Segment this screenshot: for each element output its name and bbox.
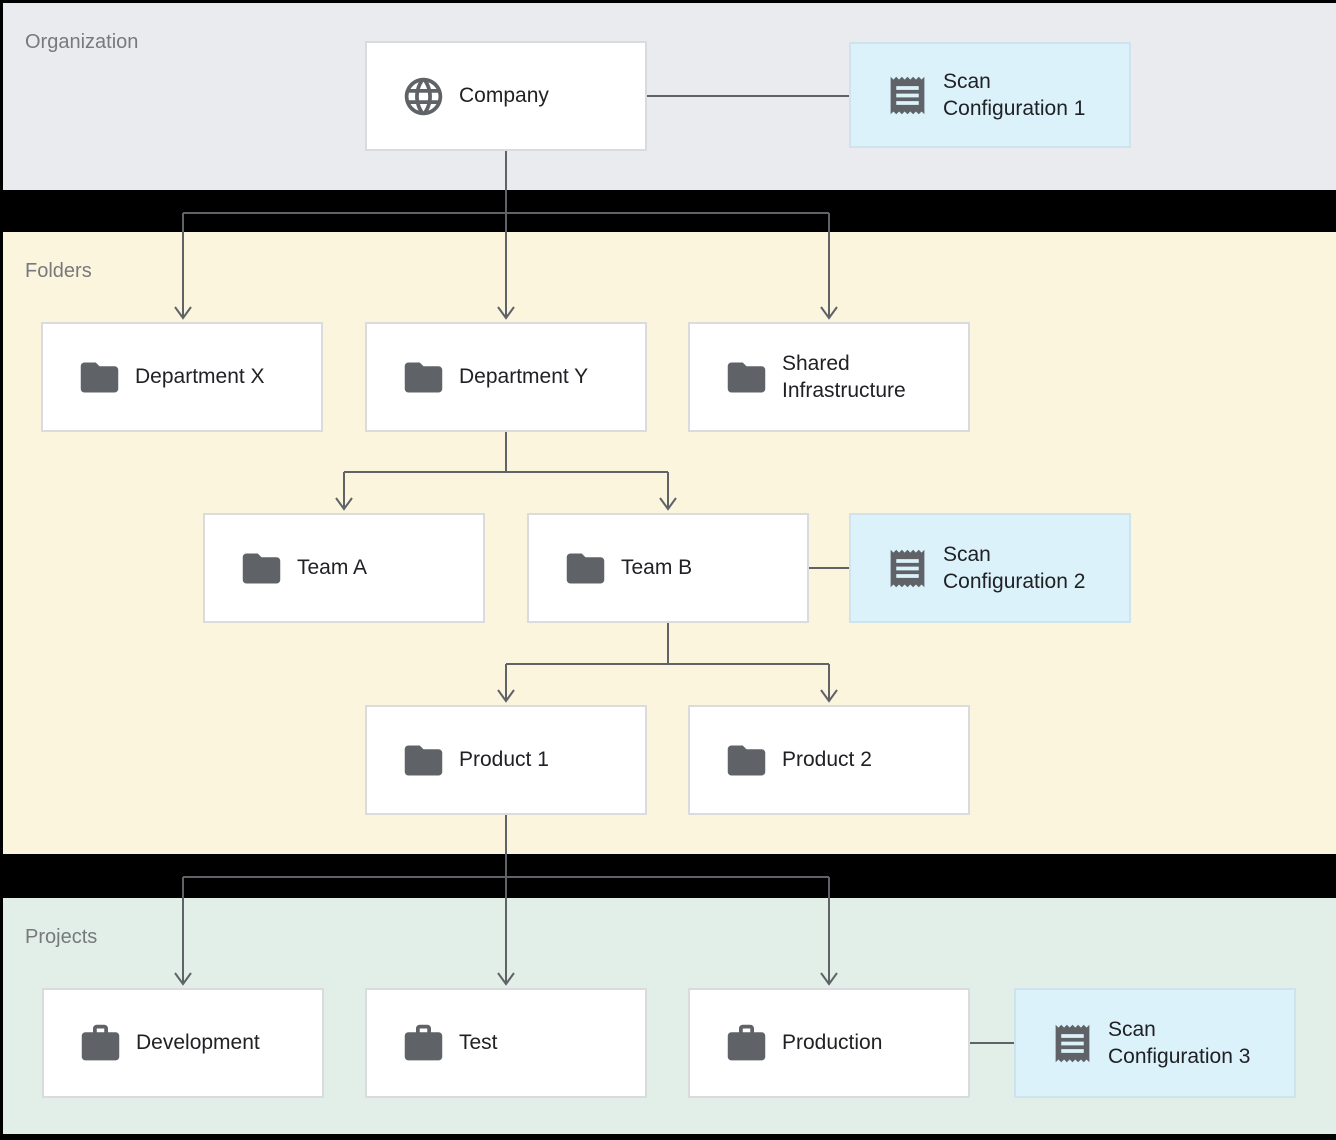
node-label: Team B [621,556,693,580]
node-department-x: Department X [41,322,323,432]
projects-band-label: Projects [25,926,98,948]
receipt-icon [890,549,925,587]
node-label: Scan Configuration 1 [943,69,1086,120]
globe-icon [404,77,443,115]
node-test: Test [365,988,647,1098]
node-label: Department Y [459,365,589,389]
node-scan-configuration-1: Scan Configuration 1 [849,42,1131,148]
folder-icon [727,362,766,392]
receipt-icon [1055,1024,1090,1062]
node-label: Product 2 [782,748,872,772]
folder-icon [242,553,281,583]
node-label: Product 1 [459,748,549,772]
node-label: Production [782,1031,883,1055]
node-production: Production [688,988,970,1098]
folder-icon [404,745,443,775]
organization-band: Organization [3,3,1336,190]
node-department-y: Department Y [365,322,647,432]
node-development: Development [42,988,324,1098]
node-scan-configuration-3: Scan Configuration 3 [1014,988,1296,1098]
node-label: Development [136,1031,260,1055]
node-label: Scan Configuration 3 [1108,1017,1251,1068]
folder-icon [80,362,119,392]
node-label: Team A [297,556,368,580]
node-product-2: Product 2 [688,705,970,815]
node-company: Company [365,41,647,151]
folders-band-label: Folders [25,260,92,282]
node-scan-configuration-2: Scan Configuration 2 [849,513,1131,623]
folder-icon [404,362,443,392]
node-label: Test [459,1031,498,1055]
briefcase-icon [404,1024,443,1060]
node-label: Shared Infrastructure [782,351,906,402]
node-team-a: Team A [203,513,485,623]
briefcase-icon [727,1024,766,1060]
folder-icon [727,745,766,775]
node-team-b: Team B [527,513,809,623]
briefcase-icon [81,1024,120,1060]
folder-icon [566,553,605,583]
node-label: Scan Configuration 2 [943,542,1086,593]
receipt-icon [890,76,925,114]
node-shared-infrastructure: Shared Infrastructure [688,322,970,432]
node-product-1: Product 1 [365,705,647,815]
organization-band-label: Organization [25,31,139,53]
node-label: Company [459,84,549,108]
node-label: Department X [135,365,265,389]
